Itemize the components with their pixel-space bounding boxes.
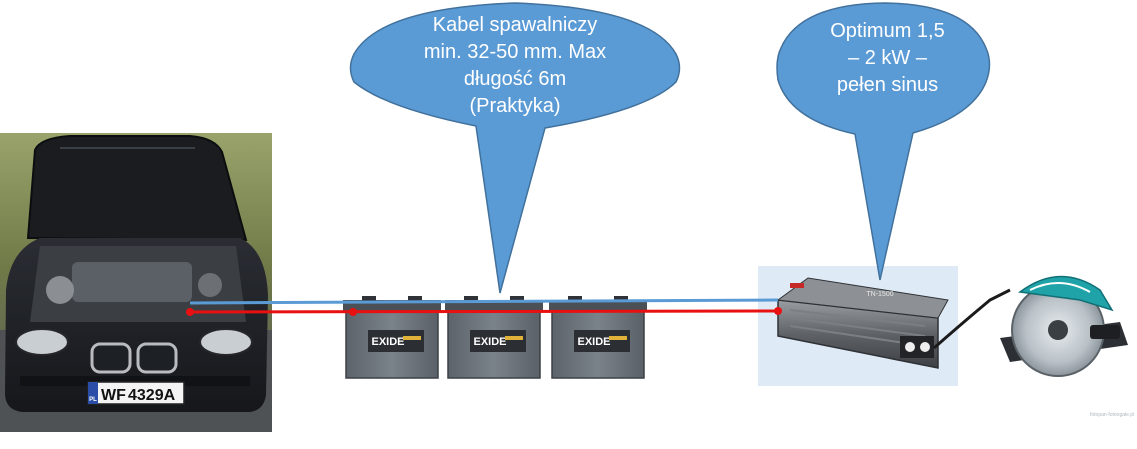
grille-right bbox=[136, 342, 178, 374]
saw-blade-hub bbox=[1048, 320, 1068, 340]
battery-3-brand: EXIDE bbox=[577, 336, 610, 348]
battery-3-terminal-b bbox=[614, 296, 628, 302]
callout-cable-line-2: min. 32-50 mm. Max bbox=[423, 41, 607, 63]
battery-2-brand: EXIDE bbox=[473, 336, 506, 348]
battery-1-stripe bbox=[403, 336, 421, 340]
car-hood bbox=[26, 135, 248, 242]
battery-2-label-plate bbox=[470, 330, 526, 352]
plate-eu-band bbox=[88, 382, 98, 404]
battery-3-terminal-a bbox=[568, 296, 582, 302]
battery-2: EXIDE bbox=[445, 296, 543, 379]
callout-inverter-text: Optimum 1,5 – 2 kW – pełen sinus bbox=[790, 18, 985, 99]
battery-1-terminal-b bbox=[408, 296, 422, 302]
inverter-socket-2 bbox=[920, 342, 930, 352]
headlight-right bbox=[199, 328, 253, 356]
callout-inverter-line-2: – 2 kW – bbox=[848, 47, 927, 69]
inverter-model-label: TN-1500 bbox=[866, 291, 893, 298]
plate-number: 4329A bbox=[128, 387, 176, 404]
inverter-fin-1 bbox=[789, 309, 926, 327]
inverter-logo bbox=[790, 283, 804, 288]
callout-cable-line-1: Kabel spawalniczy bbox=[432, 14, 598, 36]
battery-3-label-plate bbox=[574, 330, 630, 352]
battery-1: EXIDE bbox=[343, 296, 441, 379]
inverter-fin-2 bbox=[789, 317, 926, 337]
engine-part-2 bbox=[198, 273, 222, 297]
bumper bbox=[20, 376, 250, 386]
battery-2-stripe bbox=[505, 336, 523, 340]
inverter-socket-panel bbox=[900, 336, 934, 358]
engine-part bbox=[46, 276, 74, 304]
battery-3-lid bbox=[549, 300, 647, 312]
wire-positive-terminal-inverter bbox=[774, 307, 782, 315]
battery-1-label-plate bbox=[368, 330, 424, 352]
callout-inverter bbox=[776, 2, 991, 281]
plate-country: PL bbox=[89, 397, 97, 403]
battery-2-terminal-b bbox=[510, 296, 524, 302]
car-photo: PL WF 4329A bbox=[0, 133, 272, 432]
callout-inverter-line-3: pełen sinus bbox=[836, 74, 939, 96]
battery-1-terminal-a bbox=[362, 296, 376, 302]
callout-inverter-line-1: Optimum 1,5 bbox=[830, 20, 945, 42]
watermark: fotopan-fotoogale.pl bbox=[1090, 412, 1135, 418]
inverter-device: TN-1500 bbox=[776, 277, 949, 369]
wire-negative bbox=[189, 298, 779, 305]
wire-positive bbox=[189, 309, 779, 314]
callout-cable-line-3: długość 6m bbox=[463, 68, 567, 90]
engine-block bbox=[72, 262, 192, 302]
saw-housing-highlight bbox=[1029, 281, 1091, 293]
battery-2-terminal-a bbox=[464, 296, 478, 302]
wire-positive-terminal-bat1 bbox=[349, 308, 357, 316]
callout-cable-line-4: (Praktyka) bbox=[469, 95, 561, 117]
battery-1-brand: EXIDE bbox=[371, 336, 404, 348]
plate-region: WF bbox=[101, 387, 126, 404]
callout-cable-text: Kabel spawalniczy min. 32-50 mm. Max dłu… bbox=[380, 12, 650, 120]
saw-handle bbox=[1090, 325, 1120, 339]
grille-left bbox=[90, 342, 132, 374]
wire-positive-terminal-car bbox=[186, 308, 194, 316]
battery-3: EXIDE bbox=[549, 296, 647, 379]
callout-cable bbox=[349, 2, 681, 294]
inverter-socket-1 bbox=[905, 342, 915, 352]
saw-power-cord bbox=[933, 288, 1011, 350]
headlight-left bbox=[15, 328, 69, 356]
circular-saw bbox=[1000, 275, 1128, 377]
battery-3-stripe bbox=[609, 336, 627, 340]
